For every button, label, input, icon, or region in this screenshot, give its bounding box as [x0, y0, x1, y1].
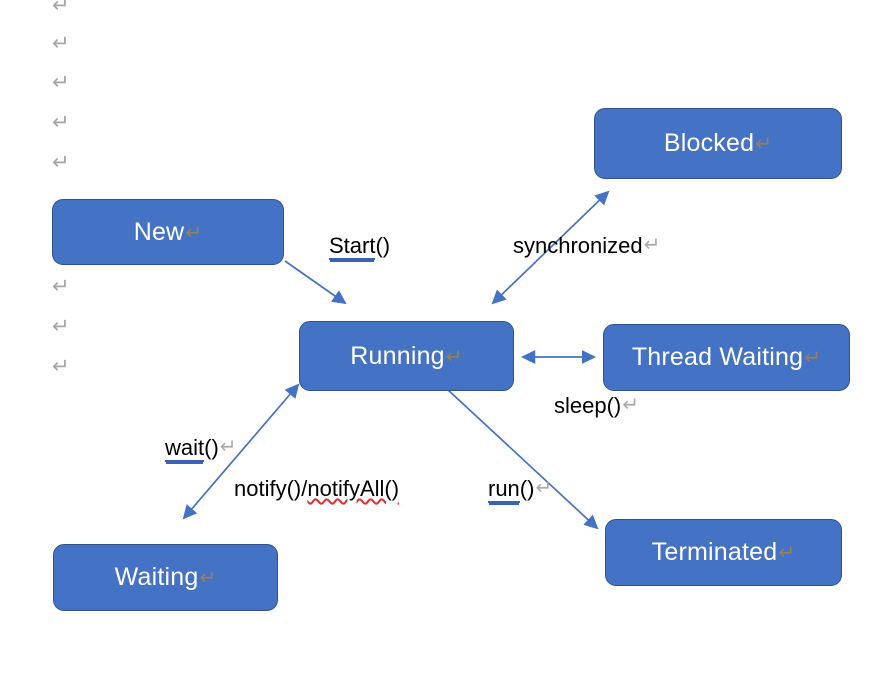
state-node-terminated-label: Terminated — [651, 538, 778, 566]
state-node-blocked[interactable]: Blocked↵ — [594, 108, 842, 179]
return-mark-icon: ↵ — [445, 345, 463, 368]
edge-label-synchronized-text: synchronized — [513, 233, 643, 258]
return-mark-icon: ↵ — [643, 234, 661, 256]
edge-label-sleep-text: sleep() — [554, 393, 622, 418]
return-mark-icon: ↵ — [185, 221, 203, 244]
return-mark-icon: ↵ — [52, 111, 70, 134]
return-mark-icon: ↵ — [755, 133, 773, 155]
edge-label-start: Start() — [329, 233, 391, 260]
state-node-new[interactable]: New↵ — [52, 199, 284, 265]
return-mark-icon: ↵ — [52, 32, 70, 55]
state-node-thread-waiting-label: Thread Waiting — [631, 343, 804, 371]
return-mark-icon: ↵ — [52, 71, 70, 94]
edge-label-start-suffix: () — [375, 233, 391, 258]
edge-label-notify-text: notify()/ — [234, 476, 308, 501]
edge-label-wait: wait()↵ — [165, 435, 237, 462]
edge-label-run: run()↵ — [488, 476, 553, 503]
edge-label-run-text: run — [488, 476, 520, 503]
state-node-new-label: New — [133, 217, 185, 246]
state-node-waiting[interactable]: Waiting↵ — [53, 544, 278, 611]
state-node-running-label: Running — [350, 341, 445, 370]
return-mark-icon: ↵ — [622, 394, 640, 416]
edge-label-notifyall-text: notifyAll() — [307, 476, 400, 501]
state-node-thread-waiting[interactable]: Thread Waiting↵ — [603, 324, 850, 391]
state-node-running[interactable]: Running↵ — [299, 321, 514, 391]
return-mark-icon: ↵ — [52, 315, 70, 338]
state-node-terminated[interactable]: Terminated↵ — [605, 519, 842, 586]
return-mark-icon: ↵ — [52, 275, 70, 298]
edge-label-notify: notify()/notifyAll() — [234, 478, 399, 500]
return-mark-icon: ↵ — [804, 347, 822, 369]
state-node-waiting-label: Waiting — [114, 563, 199, 591]
return-mark-icon: ↵ — [52, 355, 70, 378]
edge-label-sleep: sleep()↵ — [554, 395, 639, 417]
return-mark-icon: ↵ — [535, 477, 553, 499]
edge-new-to-running — [284, 260, 347, 305]
edge-label-synchronized: synchronized↵ — [513, 235, 660, 257]
return-mark-icon: ↵ — [52, 151, 70, 174]
edge-label-wait-text: wait — [165, 435, 205, 462]
return-mark-icon: ↵ — [199, 567, 217, 589]
state-node-blocked-label: Blocked — [663, 129, 755, 157]
edge-label-wait-suffix: () — [204, 435, 219, 460]
return-mark-icon: ↵ — [778, 542, 796, 564]
return-mark-icon: ↵ — [219, 436, 237, 458]
edge-label-run-suffix: () — [519, 476, 535, 501]
edge-label-start-text: Start — [329, 233, 376, 260]
return-mark-icon: ↵ — [52, 0, 70, 17]
